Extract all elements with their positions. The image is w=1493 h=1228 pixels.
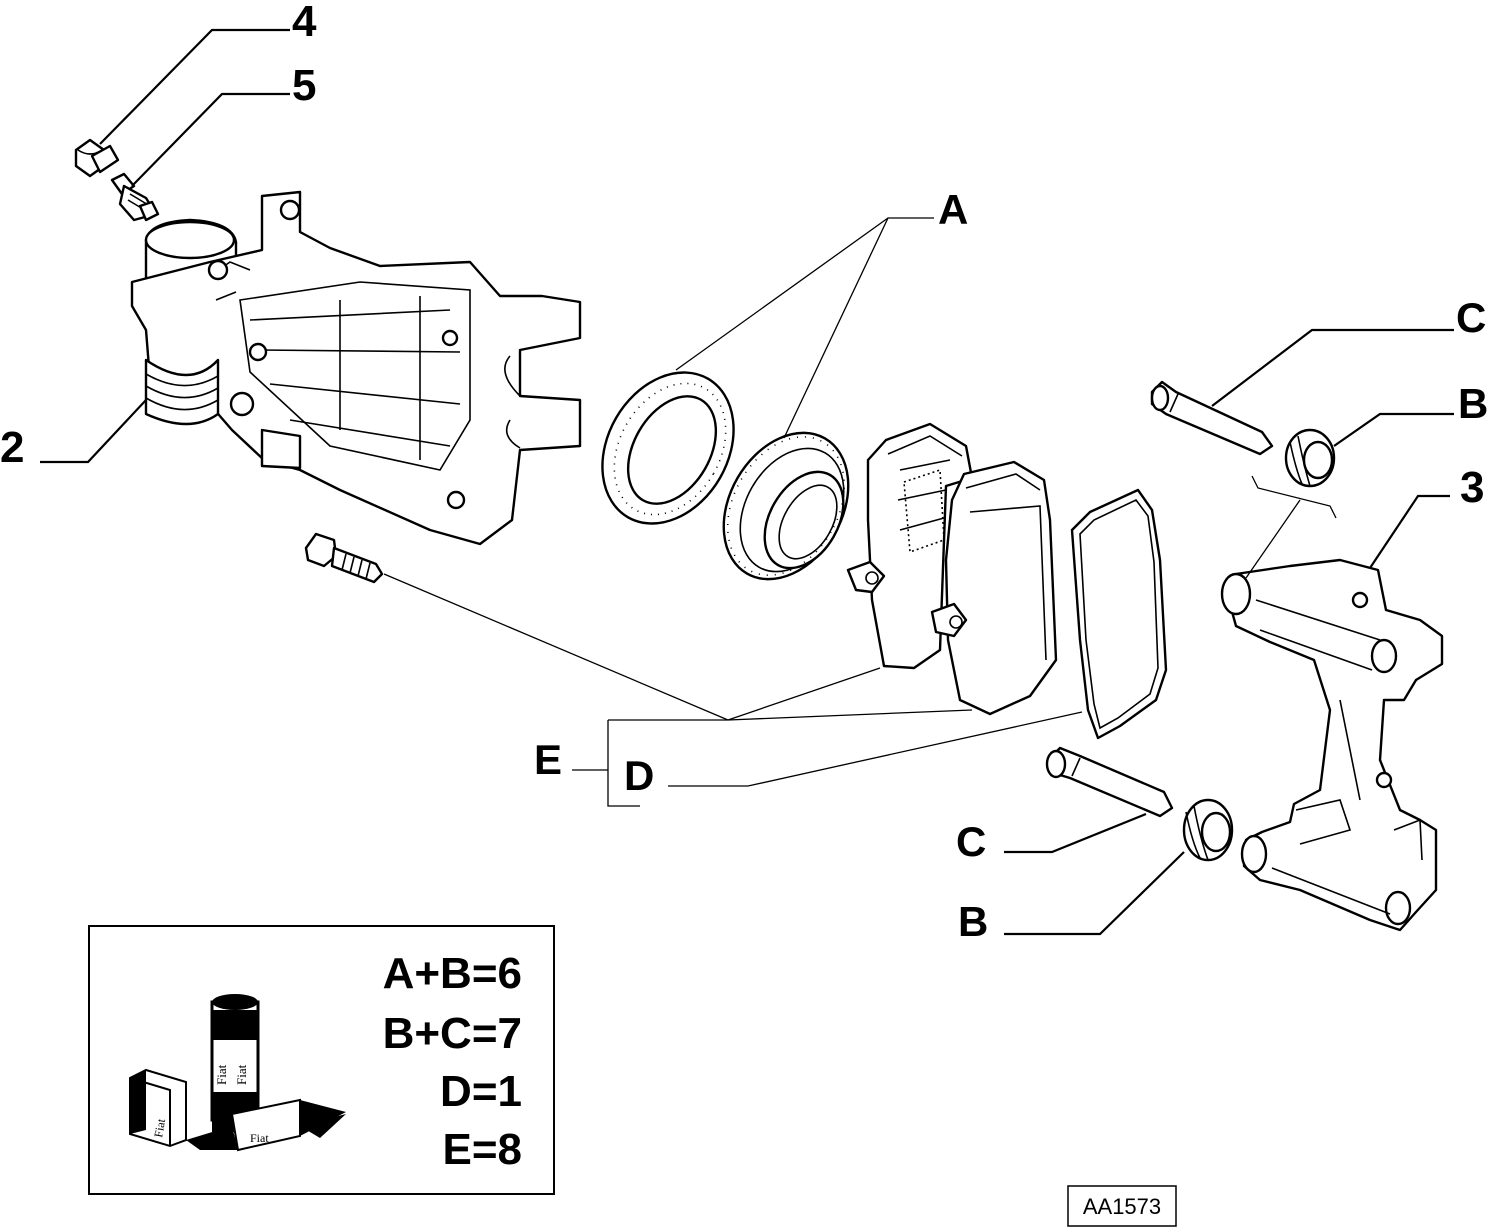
part-5-bleed-screw xyxy=(110,172,160,222)
part-4-bleed-cap xyxy=(74,138,120,178)
legend-line-2: B+C=7 xyxy=(383,1009,522,1058)
kit-brand-2: Fiat xyxy=(234,1064,249,1085)
leader-lines xyxy=(40,28,1454,936)
part-2-caliper-body xyxy=(130,190,582,546)
callout-B-top: B xyxy=(1458,380,1488,427)
legend-line-3: D=1 xyxy=(440,1067,522,1116)
callout-5: 5 xyxy=(292,61,316,110)
kit-icon: Fiat Fiat Fiat Fiat xyxy=(129,994,346,1152)
callout-A: A xyxy=(938,186,968,233)
callout-D: D xyxy=(624,752,654,799)
callout-B-bottom: B xyxy=(958,898,988,945)
part-E-brake-pad-outer xyxy=(930,460,1058,716)
callout-2: 2 xyxy=(0,423,24,472)
legend-line-1: A+B=6 xyxy=(383,949,522,998)
part-C-guide-pin-top xyxy=(1150,380,1274,456)
part-B-bushing-top xyxy=(1284,428,1336,488)
part-E-brake-pad-inner xyxy=(846,422,974,670)
callout-C-top: C xyxy=(1456,294,1486,341)
legend-line-4: E=8 xyxy=(442,1125,522,1174)
callout-4: 4 xyxy=(292,0,317,46)
part-A-dust-boot xyxy=(722,431,850,581)
part-B-bushing-bottom xyxy=(1182,798,1234,862)
part-3-carrier-bracket xyxy=(1220,558,1444,932)
kit-brand-3: Fiat xyxy=(151,1117,168,1138)
reference-code-box: AA1573 xyxy=(1067,1185,1177,1227)
callout-3: 3 xyxy=(1460,463,1484,512)
reference-code: AA1573 xyxy=(1083,1194,1161,1219)
part-D-shim-plate xyxy=(1070,488,1168,740)
legend-box: Fiat Fiat Fiat Fiat A+B=6 B+C=7 D=1 E=8 xyxy=(88,925,555,1195)
kit-brand-1: Fiat xyxy=(214,1064,229,1085)
callout-C-bottom: C xyxy=(956,818,986,865)
part-E-bolt xyxy=(304,532,384,584)
callout-E: E xyxy=(534,736,562,783)
kit-brand-4: Fiat xyxy=(250,1131,269,1145)
part-A-seal-ring xyxy=(601,371,735,525)
part-C-guide-pin-bottom xyxy=(1045,746,1174,818)
